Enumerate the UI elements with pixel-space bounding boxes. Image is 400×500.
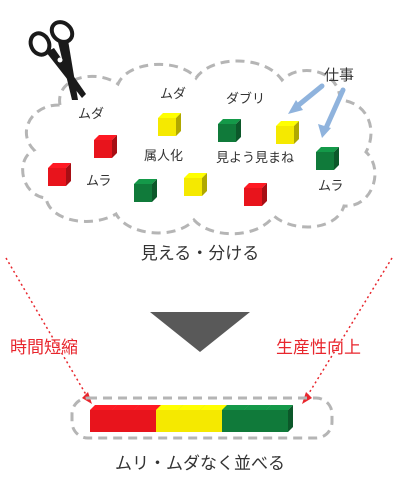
scissors-icon [28, 20, 86, 100]
label-mura-right: ムラ [318, 179, 343, 194]
label-dupuri: ダブリ [226, 91, 265, 107]
scattered-cubes [48, 113, 339, 206]
label-zokujinka: 属人化 [144, 149, 183, 164]
cloud-outline [21, 59, 377, 236]
lineup-box [70, 396, 334, 440]
cube-green-6 [316, 147, 339, 170]
label-muda-left: ムダ [78, 107, 104, 122]
lined-up-cubes [90, 405, 293, 432]
cube-green-4 [218, 119, 241, 142]
cube-green-7 [134, 179, 157, 202]
work-arrows [288, 83, 346, 138]
label-shigoto: 仕事 [324, 66, 354, 84]
cube-red-2 [48, 163, 71, 186]
label-mura-left: ムラ [86, 174, 111, 189]
row-cube-green-9 [266, 405, 293, 432]
cube-red-9 [244, 183, 267, 206]
cube-yellow-5 [276, 121, 299, 144]
right-dotted-line [305, 257, 393, 399]
cube-red-1 [94, 135, 117, 158]
cube-yellow-3 [158, 113, 181, 136]
down-triangle-icon [150, 312, 250, 352]
label-miyoumimane: 見よう見まね [216, 151, 294, 166]
label-seisansei-kojo: 生産性向上 [276, 338, 361, 358]
label-jikan-tanshuku: 時間短縮 [10, 338, 78, 358]
left-dotted-line [5, 257, 89, 399]
cube-yellow-8 [184, 173, 207, 196]
label-muda-top: ムダ [160, 87, 186, 102]
label-muri-muda-naku: ムリ・ムダなく並べる [115, 454, 285, 474]
label-mieru-wakeru: 見える・分ける [141, 244, 260, 264]
